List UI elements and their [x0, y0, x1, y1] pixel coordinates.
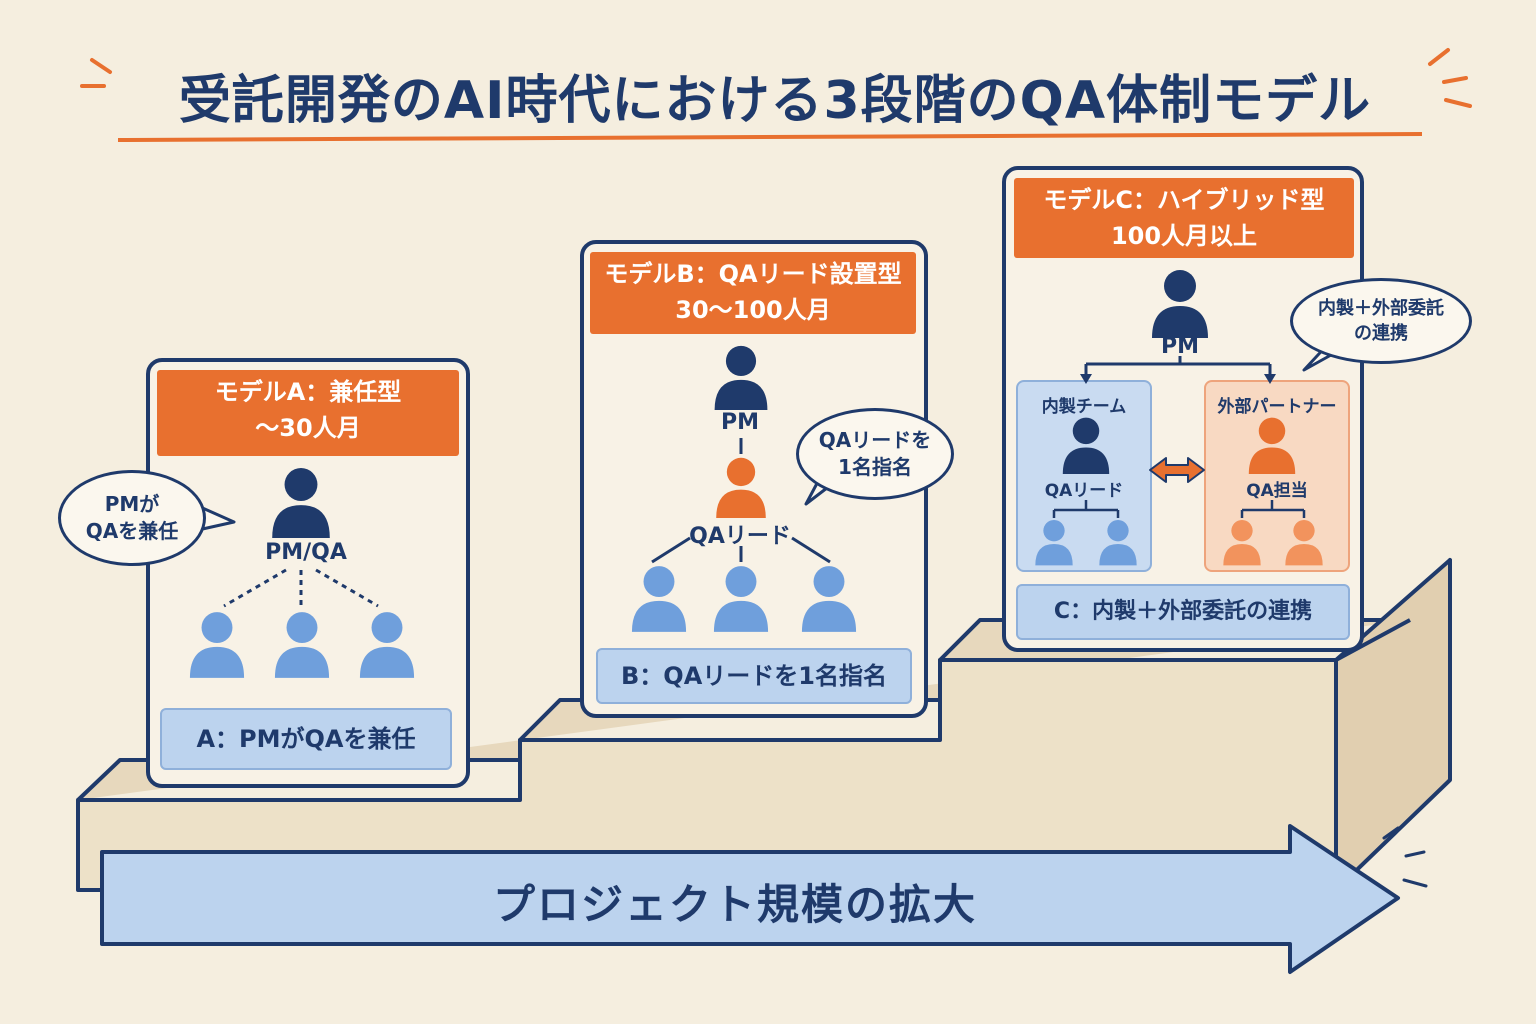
model-b-org	[631, 345, 857, 632]
model-b-member-3-icon	[801, 566, 857, 632]
model-a-bubble-line2: QAを兼任	[85, 519, 179, 543]
page-title: 受託開発のAI時代における3段階のQA体制モデル	[178, 71, 1372, 131]
model-b-bubble-line2: 1名指名	[838, 455, 912, 479]
model-c-bubble-line2: の連携	[1354, 323, 1408, 344]
model-a-member-3-icon	[359, 612, 415, 678]
title-sparks	[80, 48, 1472, 108]
model-a-header: モデルA：兼任型 〜30人月	[157, 370, 459, 456]
model-c-internal-lead-label: QAリード	[1044, 481, 1124, 501]
model-c-external-title: 外部パートナー	[1217, 397, 1337, 417]
model-b-speech-bubble: QAリードを 1名指名	[796, 408, 954, 500]
model-a-bubble-tail	[197, 504, 236, 532]
model-a-member-1-icon	[189, 612, 245, 678]
model-b-header-range: 30〜100人月	[675, 296, 831, 324]
model-c-internal-lead-icon	[1062, 417, 1110, 474]
model-a-org	[189, 468, 415, 678]
model-a-bubble-line1: PMが	[104, 492, 160, 516]
model-a-header-name: モデルA：兼任型	[214, 378, 402, 406]
model-b-member-1-icon	[631, 566, 687, 632]
model-c-internal-team-box	[1016, 380, 1152, 572]
model-c-internal-title: 内製チーム	[1041, 397, 1127, 417]
model-c-speech-bubble: 内製＋外部委託 の連携	[1290, 278, 1472, 364]
model-c-collaboration-arrow-icon	[1149, 457, 1205, 483]
model-b-footer: B：QAリードを1名指名	[596, 648, 912, 704]
model-c-org	[1035, 270, 1323, 566]
model-b-pm-person-icon	[714, 345, 768, 410]
model-c-external-partner-box	[1204, 380, 1350, 572]
model-c-external-member-2-icon	[1285, 520, 1323, 566]
model-c-pm-person-icon	[1152, 270, 1208, 338]
model-b-header-name: モデルB：QAリード設置型	[604, 260, 902, 288]
model-b-bubble-line1: QAリードを	[818, 428, 932, 452]
model-a-member-2-icon	[274, 612, 330, 678]
model-c-internal-member-1-icon	[1035, 520, 1073, 566]
model-a-speech-bubble: PMが QAを兼任	[58, 470, 206, 566]
model-c-header-name: モデルC：ハイブリッド型	[1043, 186, 1325, 214]
title-underline	[117, 132, 1423, 142]
model-c-external-member-1-icon	[1223, 520, 1261, 566]
model-b-qa-lead-label: QAリード	[689, 524, 791, 549]
model-b-member-2-icon	[713, 566, 769, 632]
model-a-header-range: 〜30人月	[255, 414, 361, 442]
model-a-role-label: PM/QA	[265, 540, 347, 565]
model-b-qa-lead-person-icon	[716, 457, 766, 518]
model-b-header: モデルB：QAリード設置型 30〜100人月	[590, 252, 916, 334]
model-c-pm-label: PM	[1160, 334, 1200, 359]
model-b-pm-label: PM	[720, 410, 760, 435]
arrow-sparks	[1382, 826, 1428, 888]
model-c-footer: C：内製＋外部委託の連携	[1016, 584, 1350, 640]
model-c-header-range: 100人月以上	[1110, 222, 1258, 250]
model-c-internal-member-2-icon	[1099, 520, 1137, 566]
model-c-header: モデルC：ハイブリッド型 100人月以上	[1014, 178, 1354, 258]
model-c-bubble-line1: 内製＋外部委託	[1318, 298, 1444, 319]
scale-arrow-label: プロジェクト規模の拡大	[492, 880, 977, 929]
scale-arrow	[100, 824, 1400, 974]
model-c-external-lead-icon	[1248, 417, 1296, 474]
model-a-pmqa-person-icon	[272, 468, 330, 538]
model-a-footer: A：PMがQAを兼任	[160, 708, 452, 770]
model-c-external-lead-label: QA担当	[1246, 481, 1308, 501]
